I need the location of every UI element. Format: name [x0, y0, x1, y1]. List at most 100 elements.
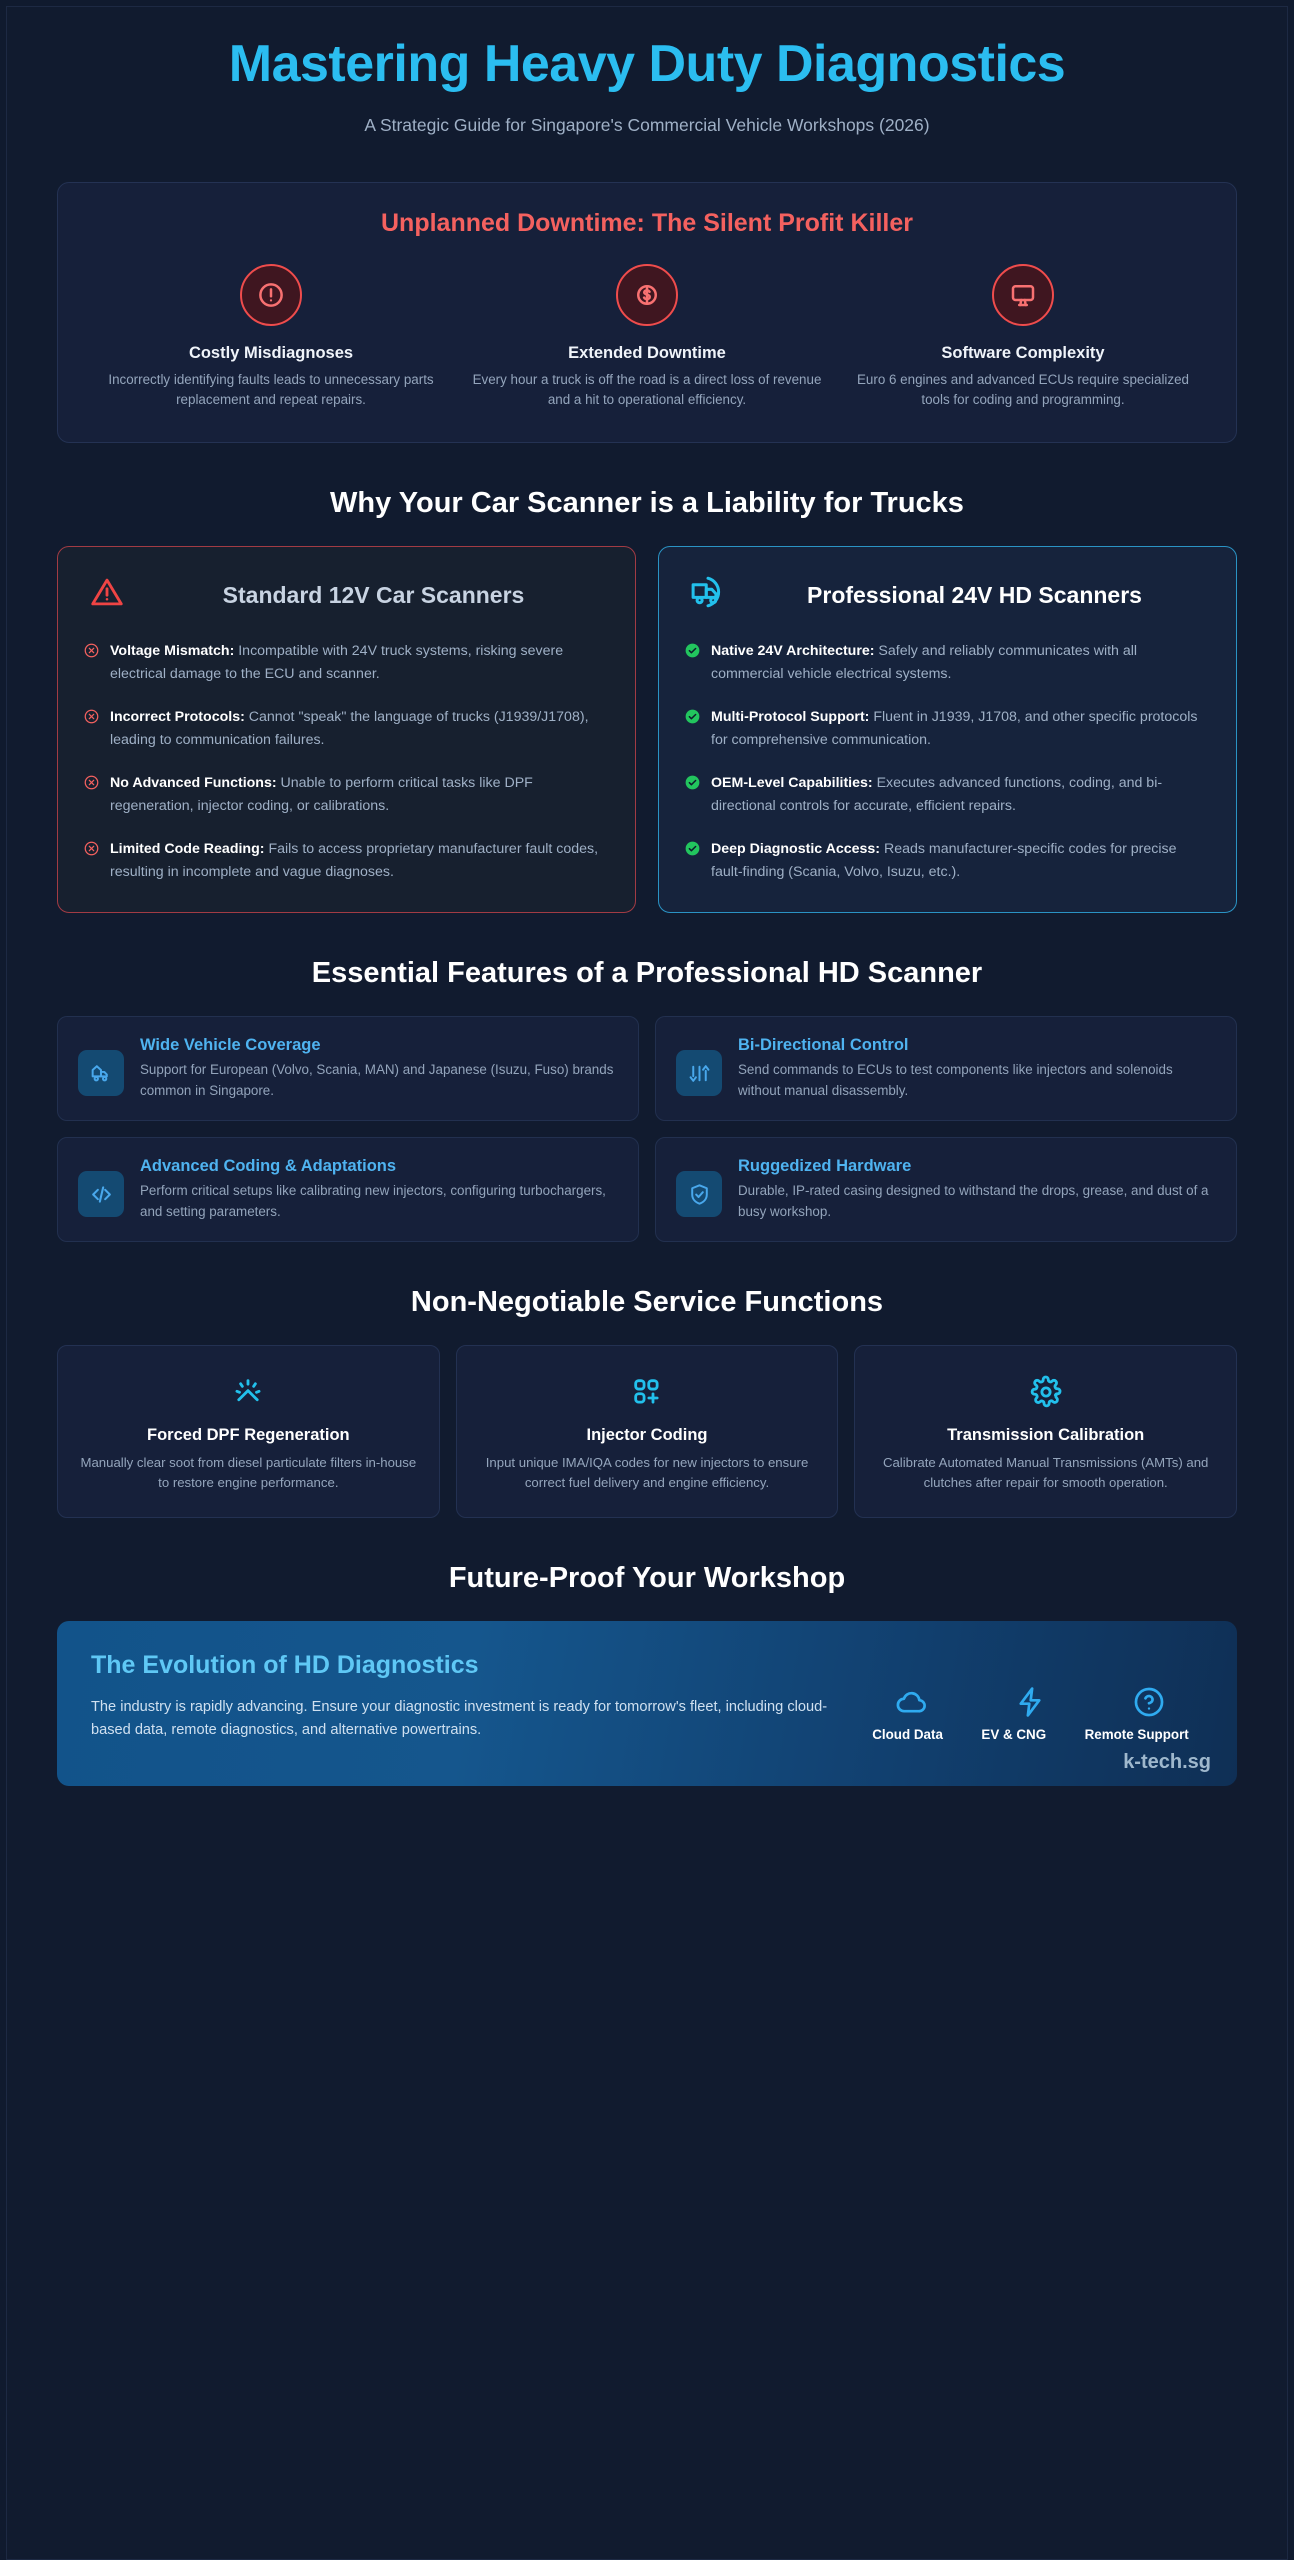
warning-triangle-icon — [88, 573, 126, 616]
services-heading: Non-Negotiable Service Functions — [410, 1285, 884, 1318]
feature-body: Advanced Coding & Adaptations Perform cr… — [140, 1157, 618, 1222]
comparison-card-12v: Standard 12V Car Scanners Voltage Mismat… — [57, 546, 636, 914]
question-circle-icon — [1132, 1685, 1166, 1719]
list-item-text: Fluent in J1939, J1708, and other specif… — [711, 709, 1198, 749]
comparison-card-title: Standard 12V Car Scanners — [222, 581, 525, 608]
downtime-heading: Unplanned Downtime: The Silent Profit Ki… — [381, 209, 913, 238]
comparison-card-24v: Professional 24V HD Scanners Native 24V … — [658, 546, 1237, 914]
x-circle-icon — [84, 775, 99, 818]
services-grid: Forced DPF Regeneration Manually clear s… — [57, 1344, 1238, 1518]
feature-body: Wide Vehicle Coverage Support for Europe… — [140, 1036, 618, 1101]
service-title: Transmission Calibration — [947, 1425, 1145, 1444]
comparison-card-title: Professional 24V HD Scanners — [807, 581, 1142, 608]
list-item: Limited Code Reading: Fails to access pr… — [84, 838, 609, 884]
comparison-section: Standard 12V Car Scanners Voltage Mismat… — [57, 546, 1237, 914]
service-card: Forced DPF Regeneration Manually clear s… — [57, 1344, 440, 1518]
check-circle-icon — [685, 775, 700, 818]
check-circle-icon — [685, 841, 700, 884]
service-title: Injector Coding — [586, 1425, 708, 1444]
evolution-badge-label: Remote Support — [1084, 1726, 1189, 1742]
evolution-badge-label: EV & CNG — [981, 1726, 1047, 1742]
list-item: Incorrect Protocols: Cannot "speak" the … — [84, 706, 609, 752]
feature-card: Bi-Directional Control Send commands to … — [655, 1016, 1237, 1122]
grid-plus-icon — [627, 1372, 667, 1412]
feature-title: Advanced Coding & Adaptations — [140, 1157, 397, 1176]
comparison-card-header: Standard 12V Car Scanners — [84, 573, 609, 616]
downtime-item-text: Every hour a truck is off the road is a … — [472, 372, 822, 408]
service-title: Forced DPF Regeneration — [147, 1425, 350, 1444]
list-item-label: Limited Code Reading: — [110, 841, 265, 858]
downtime-item-text: Euro 6 engines and advanced ECUs require… — [857, 372, 1189, 408]
feature-card: Advanced Coding & Adaptations Perform cr… — [57, 1137, 639, 1242]
sparkle-burst-icon — [228, 1372, 268, 1412]
list-item-text: Reads manufacturer-specific codes for pr… — [711, 841, 1177, 881]
feature-title: Bi-Directional Control — [738, 1036, 909, 1055]
truck-coverage-icon — [78, 1050, 124, 1097]
comparison-card-header: Professional 24V HD Scanners — [685, 573, 1210, 616]
evolution-badge-icons — [858, 1685, 1203, 1719]
brand-watermark: k-tech.sg — [1123, 1750, 1211, 1773]
service-card: Injector Coding Input unique IMA/IQA cod… — [455, 1344, 839, 1518]
list-item-text: Fails to access proprietary manufacturer… — [110, 841, 599, 881]
evolution-text: The industry is rapidly advancing. Ensur… — [91, 1698, 828, 1739]
alert-circle-icon — [240, 264, 302, 327]
evolution-badge-labels: Cloud Data EV & CNG Remote Support — [858, 1727, 1203, 1742]
lightning-bolt-icon — [1013, 1685, 1047, 1719]
comparison-heading: Why Your Car Scanner is a Liability for … — [330, 487, 964, 520]
gear-icon — [1026, 1372, 1066, 1412]
list-item-label: Native 24V Architecture: — [711, 643, 875, 660]
downtime-item-title: Software Complexity — [941, 344, 1105, 363]
check-circle-icon — [685, 709, 700, 752]
shield-check-icon — [676, 1171, 722, 1218]
list-item-label: No Advanced Functions: — [110, 775, 277, 792]
feature-card: Ruggedized Hardware Durable, IP-rated ca… — [655, 1137, 1237, 1242]
list-item: OEM-Level Capabilities: Executes advance… — [685, 772, 1210, 818]
feature-body: Bi-Directional Control Send commands to … — [738, 1036, 1216, 1101]
downtime-panel: Unplanned Downtime: The Silent Profit Ki… — [57, 182, 1237, 444]
bidirectional-arrows-icon — [676, 1050, 722, 1097]
x-circle-icon — [84, 643, 99, 686]
x-circle-icon — [84, 841, 99, 884]
code-brackets-icon — [78, 1171, 124, 1218]
feature-card: Wide Vehicle Coverage Support for Europe… — [57, 1016, 639, 1122]
future-heading: Future-Proof Your Workshop — [448, 1561, 846, 1594]
downtime-item-text: Incorrectly identifying faults leads to … — [108, 372, 434, 408]
evolution-badge-label: Cloud Data — [872, 1726, 943, 1742]
evolution-badges: Cloud Data EV & CNG Remote Support — [858, 1651, 1203, 1742]
page-subtitle: A Strategic Guide for Singapore's Commer… — [364, 115, 930, 136]
service-text: Input unique IMA/IQA codes for new injec… — [485, 1454, 809, 1490]
features-heading: Essential Features of a Professional HD … — [311, 957, 983, 990]
check-circle-icon — [685, 643, 700, 686]
list-item: Native 24V Architecture: Safely and reli… — [685, 640, 1210, 686]
list-item-text: Cannot "speak" the language of trucks (J… — [110, 709, 589, 749]
evolution-banner: The Evolution of HD Diagnostics The indu… — [57, 1620, 1237, 1786]
list-item-label: Incorrect Protocols: — [110, 709, 245, 726]
list-item: No Advanced Functions: Unable to perform… — [84, 772, 609, 818]
list-item-label: Deep Diagnostic Access: — [711, 841, 880, 858]
page-title: Mastering Heavy Duty Diagnostics — [228, 35, 1066, 93]
list-item: Multi-Protocol Support: Fluent in J1939,… — [685, 706, 1210, 752]
feature-text: Support for European (Volvo, Scania, MAN… — [140, 1062, 614, 1098]
service-text: Manually clear soot from diesel particul… — [80, 1454, 417, 1490]
truck-icon — [689, 573, 727, 616]
downtime-item-title: Costly Misdiagnoses — [188, 344, 354, 363]
list-item-label: Voltage Mismatch: — [110, 643, 235, 660]
list-item-text: Unable to perform critical tasks like DP… — [110, 775, 533, 815]
feature-title: Wide Vehicle Coverage — [140, 1036, 321, 1055]
downtime-item: Extended Downtime Every hour a truck is … — [464, 264, 830, 410]
x-circle-icon — [84, 709, 99, 752]
list-item-label: Multi-Protocol Support: — [711, 709, 870, 726]
list-item-text: Executes advanced functions, coding, and… — [711, 775, 1163, 815]
features-grid: Wide Vehicle Coverage Support for Europe… — [57, 1016, 1237, 1242]
hero-section: Mastering Heavy Duty Diagnostics A Strat… — [57, 7, 1237, 136]
cloud-icon — [895, 1685, 929, 1719]
evolution-title: The Evolution of HD Diagnostics — [91, 1650, 479, 1679]
list-item: Deep Diagnostic Access: Reads manufactur… — [685, 838, 1210, 884]
list-item-text: Incompatible with 24V truck systems, ris… — [110, 643, 564, 683]
infographic-page: Mastering Heavy Duty Diagnostics A Strat… — [6, 6, 1288, 2560]
service-text: Calibrate Automated Manual Transmissions… — [882, 1454, 1209, 1490]
downtime-item: Software Complexity Euro 6 engines and a… — [840, 264, 1206, 410]
list-item-text: Safely and reliably communicates with al… — [711, 643, 1138, 683]
feature-body: Ruggedized Hardware Durable, IP-rated ca… — [738, 1157, 1216, 1222]
list-item-label: OEM-Level Capabilities: — [711, 775, 873, 792]
